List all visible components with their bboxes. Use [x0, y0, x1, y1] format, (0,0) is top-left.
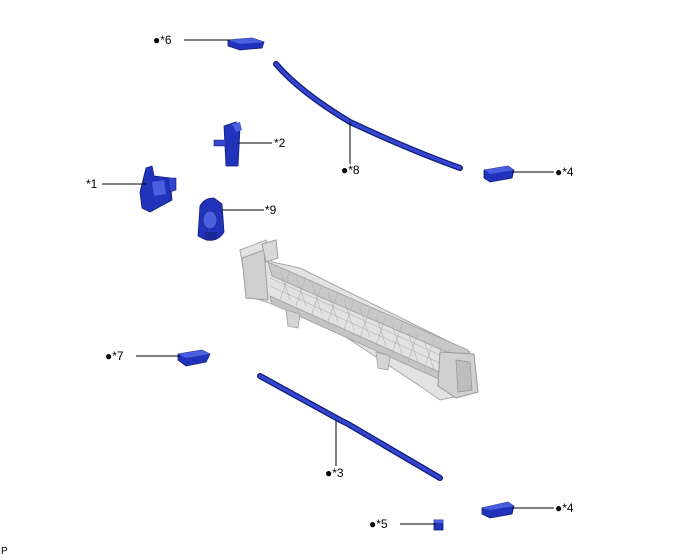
part-3-lower-seal: [257, 373, 443, 481]
part-4-lower-block: [481, 501, 515, 519]
callout-7: ●*7: [105, 349, 124, 363]
callout-7-label: *7: [112, 349, 124, 363]
part-2-bracket: [213, 121, 242, 167]
callout-5: ●*5: [369, 517, 388, 531]
callout-6: ●*6: [153, 33, 172, 47]
callout-4-upper: ●*4: [555, 165, 574, 179]
callout-2-label: *2: [274, 136, 286, 150]
callout-1-label: *1: [86, 177, 98, 191]
part-9-module: [197, 197, 225, 241]
callout-4-upper-label: *4: [562, 165, 574, 179]
callout-3: ●*3: [325, 466, 344, 480]
callout-8-label: *8: [348, 163, 360, 177]
callout-6-label: *6: [160, 33, 172, 47]
radiator-support-frame: [239, 239, 479, 401]
part-6-block: [227, 37, 265, 51]
part-1-bracket: [139, 165, 177, 213]
part-4-upper-block: [483, 165, 515, 183]
callout-9: *9: [265, 203, 276, 217]
part-8-upper-seal: [273, 61, 463, 171]
callout-1: *1: [86, 177, 97, 191]
part-5-clip: [433, 519, 444, 531]
callout-8: ●*8: [341, 163, 360, 177]
callout-9-label: *9: [265, 203, 277, 217]
callout-2: *2: [274, 136, 285, 150]
leader-lines: [102, 39, 554, 525]
callout-3-label: *3: [332, 466, 344, 480]
corner-mark: P: [1, 546, 8, 557]
part-7-block: [177, 349, 211, 367]
callout-4-lower: ●*4: [555, 501, 574, 515]
callout-5-label: *5: [376, 517, 388, 531]
callout-4-lower-label: *4: [562, 501, 574, 515]
